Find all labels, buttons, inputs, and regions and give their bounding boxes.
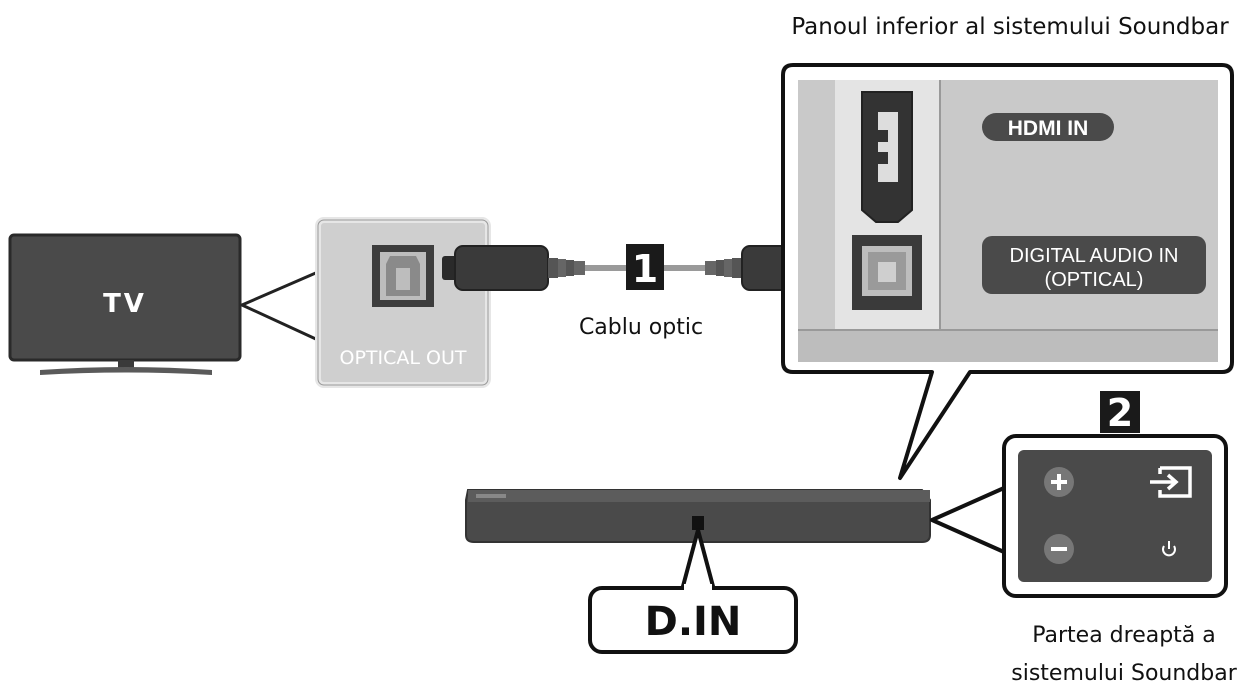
hdmi-port-icon [861, 91, 913, 223]
right-side-label-line2: sistemului Soundbar [1011, 661, 1237, 686]
optical-port-icon [852, 235, 922, 310]
hdmi-in-label: HDMI IN [1008, 117, 1089, 140]
step-1-label: 1 [632, 247, 658, 291]
optical-out-panel [315, 217, 491, 388]
digital-audio-in-label: DIGITAL AUDIO IN [1010, 245, 1179, 267]
d-in-label: D.IN [645, 599, 742, 645]
soundbar-bottom-panel [781, 63, 1234, 480]
soundbar [465, 489, 931, 543]
minus-icon [1044, 534, 1074, 564]
step-2-badge [1100, 391, 1140, 433]
digital-audio-in-sub-label: (OPTICAL) [1045, 269, 1144, 291]
tv-label: TV [103, 289, 147, 319]
bottom-panel-title: Panoul inferior al sistemului Soundbar [791, 14, 1229, 40]
optical-out-label: OPTICAL OUT [340, 347, 467, 369]
power-icon [1162, 541, 1176, 557]
cable-label: Cablu optic [579, 315, 703, 340]
plus-icon [1044, 467, 1074, 497]
step-2-label: 2 [1107, 391, 1133, 435]
right-side-label-line1: Partea dreaptă a [1032, 623, 1216, 648]
optical-port-icon [372, 245, 434, 307]
step-1-badge [626, 244, 664, 290]
tv-icon [8, 233, 242, 375]
soundbar-right-side-panel [1002, 434, 1228, 598]
input-source-icon [1150, 466, 1192, 498]
